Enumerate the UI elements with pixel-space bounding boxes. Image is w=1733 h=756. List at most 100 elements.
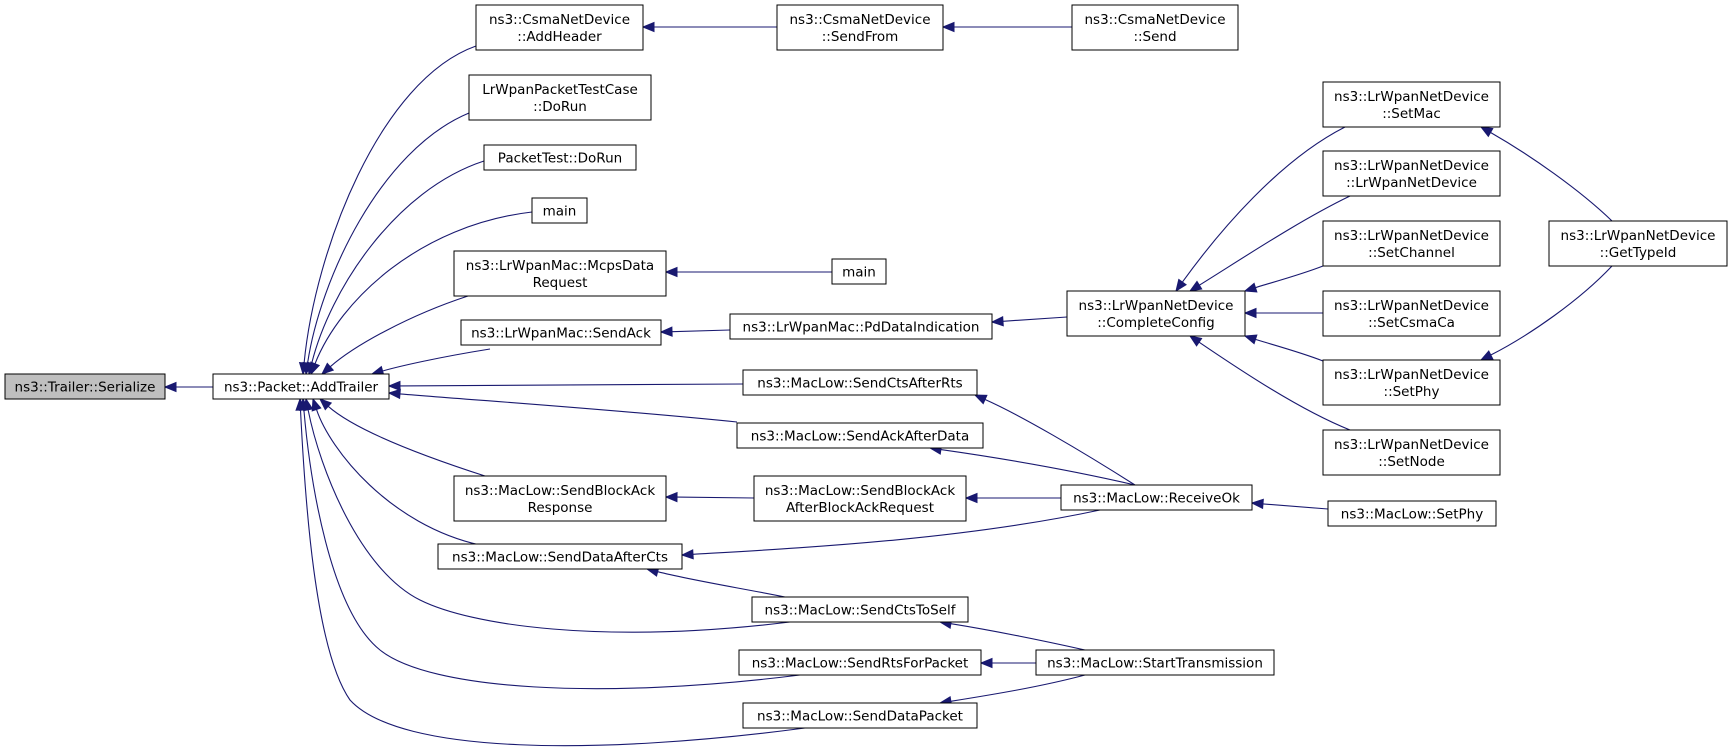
arrowhead-icon — [295, 397, 306, 411]
node-main1[interactable]: main — [531, 197, 588, 224]
edge-maclow_setphy-to-maclow_receiveok — [1250, 498, 1329, 510]
node-maclow-sendblockackafterblockackrequest[interactable]: ns3::MacLow::SendBlockAckAfterBlockAckRe… — [753, 475, 967, 522]
edge-maclow_sendctstoself-to-maclow_senddataaftercts — [645, 566, 786, 598]
edge-line — [307, 112, 470, 364]
node-lrwpannetdevice-completeconfig[interactable]: ns3::LrWpanNetDevice::CompleteConfig — [1066, 290, 1246, 337]
edge-lrwpannetdevice_setcsmaca-to-lrwpannetdevice_completeconfig — [1243, 307, 1323, 319]
node-packettest-dorun[interactable]: PacketTest::DoRun — [483, 144, 637, 171]
arrowhead-icon — [1175, 278, 1187, 293]
edge-line — [657, 571, 786, 598]
node-maclow-sendrtsforpacket[interactable]: ns3::MacLow::SendRtsForPacket — [738, 649, 982, 676]
edge-line — [299, 409, 806, 747]
node-box — [1322, 81, 1501, 128]
node-label: ::SetMac — [1382, 106, 1441, 122]
node-csma-addheader[interactable]: ns3::CsmaNetDevice::AddHeader — [475, 4, 644, 51]
node-box — [831, 258, 887, 285]
node-label: ns3::MacLow::SendRtsForPacket — [752, 656, 969, 672]
node-trailer-serialize: ns3::Trailer::Serialize — [4, 373, 166, 400]
node-maclow-senddatapacket[interactable]: ns3::MacLow::SendDataPacket — [742, 702, 978, 729]
node-lrwpannetdevice-gettypeid[interactable]: ns3::LrWpanNetDevice::GetTypeId — [1548, 220, 1728, 267]
node-label: ::SetPhy — [1384, 384, 1440, 400]
node-maclow-sendctsafterrts[interactable]: ns3::MacLow::SendCtsAfterRts — [742, 369, 978, 396]
node-label: ns3::LrWpanMac::PdDataIndication — [743, 320, 980, 336]
node-label: Response — [528, 500, 593, 516]
node-label: ns3::LrWpanMac::McpsData — [466, 258, 654, 274]
node-label: ns3::LrWpanNetDevice — [1334, 158, 1489, 174]
node-lrwpannetdevice-setphy[interactable]: ns3::LrWpanNetDevice::SetPhy — [1322, 359, 1501, 406]
node-box — [753, 475, 967, 522]
edge-line — [984, 398, 1136, 486]
edge-maclow_starttransmission-to-maclow_senddatapacket — [938, 674, 1086, 707]
node-lrwpannetdevice-ctor[interactable]: ns3::LrWpanNetDevice::LrWpanNetDevice — [1322, 150, 1501, 197]
node-label: ::CompleteConfig — [1097, 315, 1214, 331]
arrowhead-icon — [941, 21, 955, 33]
node-label: ns3::Packet::AddTrailer — [224, 380, 379, 396]
node-lrwpanpackettestcase-dorun[interactable]: LrWpanPacketTestCase::DoRun — [468, 74, 652, 121]
node-maclow-setphy[interactable]: ns3::MacLow::SetPhy — [1327, 500, 1497, 527]
edge-lrwpannetdevice_completeconfig-to-lrwpanmac_pddataindication — [990, 316, 1068, 327]
node-maclow-sendackafterdata[interactable]: ns3::MacLow::SendAckAfterData — [736, 422, 984, 449]
edge-line — [1198, 341, 1351, 431]
edge-lrwpannetdevice_setmac-to-lrwpannetdevice_completeconfig — [1175, 126, 1346, 293]
node-packet-addtrailer[interactable]: ns3::Packet::AddTrailer — [212, 373, 390, 400]
node-label: ns3::LrWpanNetDevice — [1079, 298, 1234, 314]
node-csma-sendfrom[interactable]: ns3::CsmaNetDevice::SendFrom — [776, 4, 944, 51]
node-box — [738, 649, 982, 676]
node-label: ns3::MacLow::ReceiveOk — [1073, 491, 1240, 507]
node-lrwpannetdevice-setchannel[interactable]: ns3::LrWpanNetDevice::SetChannel — [1322, 220, 1501, 267]
node-lrwpannetdevice-setmac[interactable]: ns3::LrWpanNetDevice::SetMac — [1322, 81, 1501, 128]
node-label: ::SetNode — [1378, 454, 1445, 470]
node-label: ::SetCsmaCa — [1368, 315, 1455, 331]
node-maclow-sendctstoself[interactable]: ns3::MacLow::SendCtsToSelf — [751, 596, 969, 623]
node-box — [751, 596, 969, 623]
edge-main1-to-packet_addtrailer — [310, 211, 533, 376]
edge-line — [950, 674, 1086, 702]
edge-maclow_receiveok-to-maclow_sendctsafterrts — [973, 394, 1136, 486]
edge-maclow_starttransmission-to-maclow_sendrtsforpacket — [979, 657, 1036, 669]
node-label: ns3::CsmaNetDevice — [1084, 12, 1225, 28]
node-label: ::GetTypeId — [1600, 245, 1677, 261]
arrowhead-icon — [964, 492, 978, 504]
node-label: ns3::Trailer::Serialize — [15, 380, 156, 396]
arrowhead-icon — [973, 394, 988, 405]
node-lrwpanmac-sendack[interactable]: ns3::LrWpanMac::SendAck — [460, 319, 662, 346]
node-label: ns3::MacLow::SendBlockAck — [765, 483, 955, 499]
node-lrwpannetdevice-setnode[interactable]: ns3::LrWpanNetDevice::SetNode — [1322, 429, 1501, 476]
node-box — [468, 74, 652, 121]
arrowhead-icon — [664, 266, 678, 278]
node-maclow-senddataaftercts[interactable]: ns3::MacLow::SendDataAfterCts — [437, 543, 683, 570]
node-label: ns3::CsmaNetDevice — [789, 12, 930, 28]
node-label: ns3::MacLow::SendDataPacket — [757, 709, 963, 725]
edge-lrwpannetdevice_setphy-to-lrwpannetdevice_completeconfig — [1243, 334, 1324, 362]
edge-line — [314, 211, 533, 365]
node-maclow-receiveok[interactable]: ns3::MacLow::ReceiveOk — [1060, 484, 1253, 511]
arrowhead-icon — [319, 398, 333, 411]
node-lrwpanmac-pddataindication[interactable]: ns3::LrWpanMac::PdDataIndication — [729, 313, 993, 340]
node-label: ns3::LrWpanNetDevice — [1334, 298, 1489, 314]
edge-line — [1255, 265, 1324, 289]
node-main2[interactable]: main — [831, 258, 887, 285]
node-lrwpannetdevice-setcsmaca[interactable]: ns3::LrWpanNetDevice::SetCsmaCa — [1322, 290, 1501, 337]
edge-csma_sendfrom-to-csma_addheader — [641, 21, 777, 33]
arrowhead-icon — [1243, 334, 1258, 345]
node-box — [475, 4, 644, 51]
edge-line — [329, 295, 469, 368]
edges-layer — [163, 21, 1613, 747]
node-label: ::SetChannel — [1368, 245, 1455, 261]
arrowhead-icon — [680, 549, 694, 560]
edge-maclow_sendblockackresponse-to-packet_addtrailer — [319, 398, 486, 477]
node-label: ns3::LrWpanMac::SendAck — [471, 326, 651, 342]
node-box — [736, 422, 984, 449]
edge-line — [327, 405, 486, 477]
node-maclow-starttransmission[interactable]: ns3::MacLow::StartTransmission — [1035, 649, 1275, 676]
node-csma-send[interactable]: ns3::CsmaNetDevice::Send — [1071, 4, 1239, 51]
arrowhead-icon — [311, 397, 322, 412]
edge-line — [950, 623, 1086, 651]
edge-line — [399, 383, 744, 387]
arrowhead-icon — [163, 381, 177, 393]
arrowhead-icon — [1243, 307, 1257, 319]
node-label: ns3::LrWpanNetDevice — [1334, 228, 1489, 244]
